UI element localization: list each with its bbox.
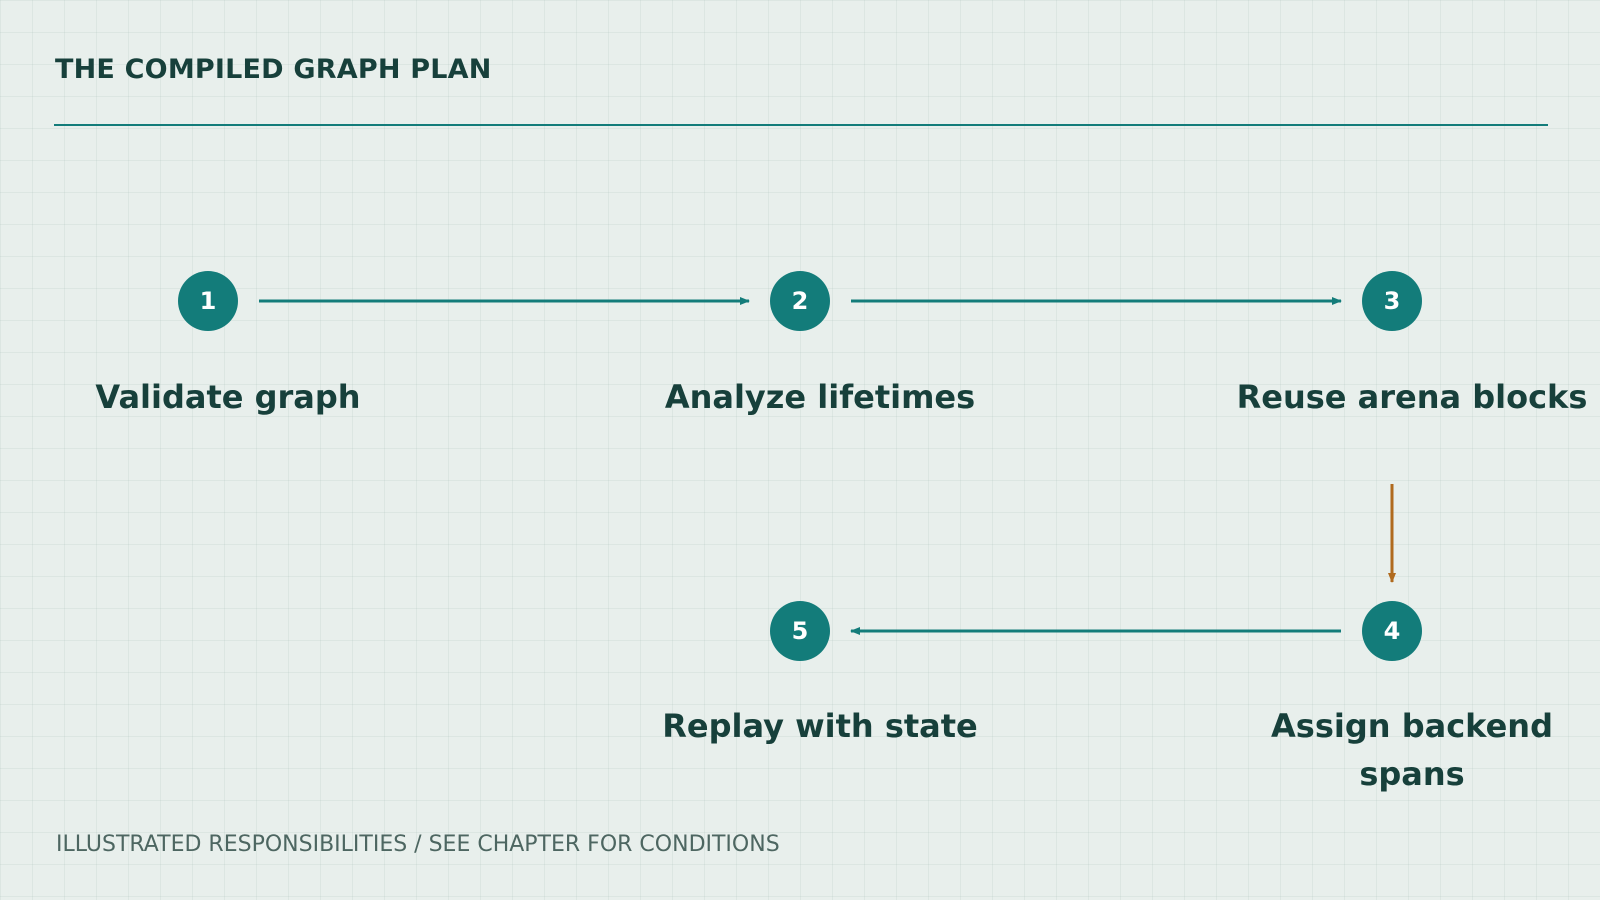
step-5-label: Replay with state — [662, 707, 978, 745]
step-1-badge: 1 — [178, 271, 238, 331]
step-4-badge: 4 — [1362, 601, 1422, 661]
step-2-badge: 2 — [770, 271, 830, 331]
step-3-label: Reuse arena blocks — [1236, 378, 1588, 416]
step-4-label: Assign backend spans — [1271, 707, 1553, 793]
step-5-badge: 5 — [770, 601, 830, 661]
step-3-badge: 3 — [1362, 271, 1422, 331]
step-2-label: Analyze lifetimes — [664, 378, 976, 416]
title-divider — [54, 124, 1548, 126]
footer-note: ILLUSTRATED RESPONSIBILITIES / SEE CHAPT… — [56, 832, 780, 857]
step-1-label: Validate graph — [95, 378, 361, 416]
page-title: THE COMPILED GRAPH PLAN — [55, 54, 492, 85]
